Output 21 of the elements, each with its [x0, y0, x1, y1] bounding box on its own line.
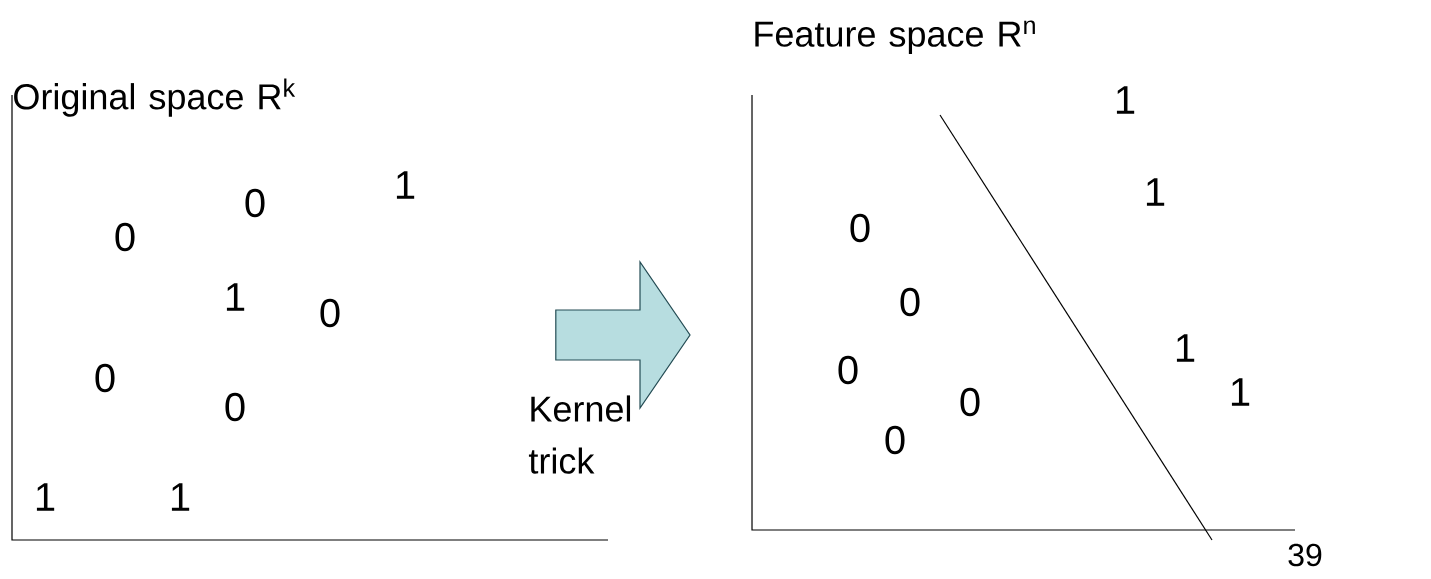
class-label: 0	[885, 425, 905, 455]
class-label: 1	[36, 483, 55, 511]
class-label: 0	[960, 387, 980, 417]
page-number: 39	[1288, 543, 1322, 567]
class-label: 0	[850, 213, 870, 243]
block-arrow	[555, 260, 691, 410]
class-label: 0	[320, 298, 340, 328]
class-label: 0	[900, 287, 920, 317]
class-label: 0	[225, 392, 245, 422]
class-label: 0	[838, 355, 858, 385]
class-label: 0	[95, 363, 115, 393]
class-label: 0	[115, 222, 135, 252]
class-label: 1	[1116, 86, 1135, 114]
class-label: 1	[1231, 378, 1250, 406]
class-label: 1	[1176, 334, 1195, 362]
class-label: 0	[245, 188, 265, 218]
edge-label: Kernel trick	[528, 395, 631, 474]
class-label: 1	[1146, 178, 1165, 206]
class-label: 1	[171, 483, 190, 511]
class-label: 1	[396, 171, 415, 199]
class-label: 1	[226, 283, 245, 311]
